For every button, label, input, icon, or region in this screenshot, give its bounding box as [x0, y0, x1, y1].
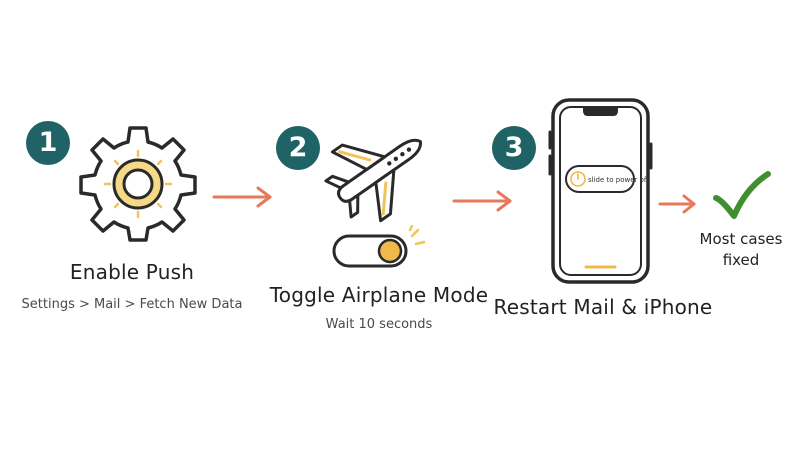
step-3-badge: 3 — [492, 126, 536, 170]
step-3-title: Restart Mail & iPhone — [493, 295, 713, 319]
arrow-right-icon — [452, 190, 512, 212]
checkmark-icon — [713, 171, 771, 219]
step-1-badge: 1 — [26, 121, 70, 165]
toggle-switch-icon — [332, 224, 426, 268]
arrow-right-icon — [658, 194, 696, 214]
step-2-badge: 2 — [276, 126, 320, 170]
slide-to-power-off-text: slide to power off — [588, 176, 649, 184]
gear-icon — [79, 126, 197, 242]
step-2-title: Toggle Airplane Mode — [269, 283, 489, 307]
airplane-icon — [324, 138, 423, 223]
result-text: Most cases fixed — [686, 229, 796, 271]
step-1-title: Enable Push — [69, 260, 195, 284]
arrow-right-icon — [212, 186, 272, 208]
result-line-1: Most cases — [699, 230, 783, 248]
iphone-icon: slide to power off — [548, 98, 653, 284]
step-2-subtitle: Wait 10 seconds — [325, 317, 433, 332]
result-line-2: fixed — [722, 251, 760, 269]
step-1-subtitle: Settings > Mail > Fetch New Data — [21, 297, 243, 312]
